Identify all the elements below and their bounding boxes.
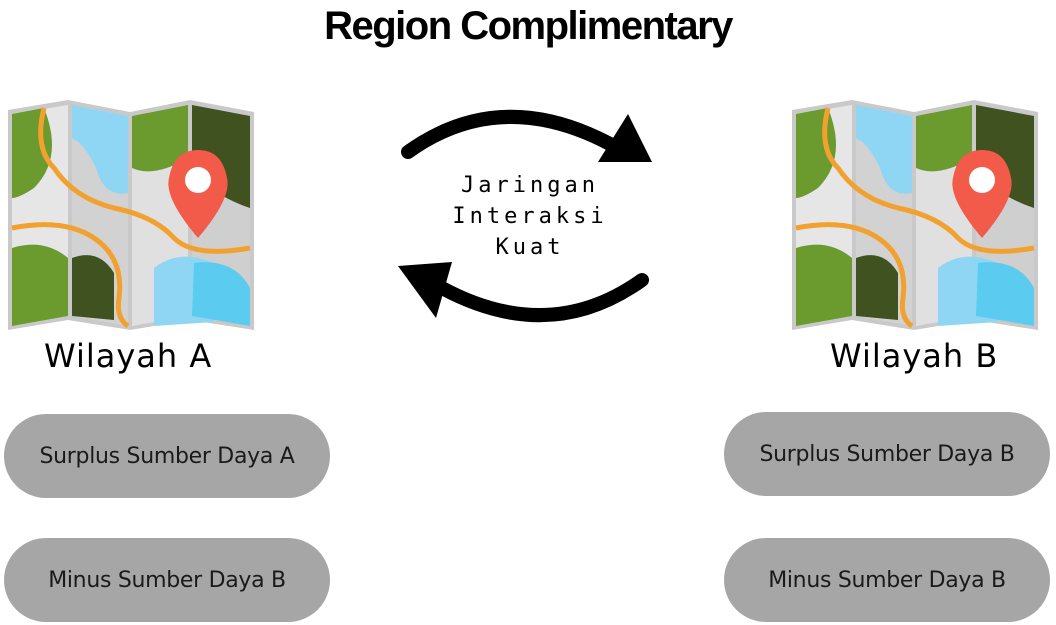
- interaction-arrows: [398, 109, 652, 323]
- map-pin-icon: [8, 100, 254, 330]
- interaction-line-3: Kuat: [495, 235, 565, 260]
- surplus-pill-a: Surplus Sumber Daya A: [4, 414, 330, 498]
- interaction-line-2: Interaksi: [452, 204, 608, 229]
- interaction-label: Jaringan Interaksi Kuat: [420, 170, 640, 263]
- map-icon-wilayah-b: [788, 98, 1042, 332]
- curved-arrow-right-icon: [401, 109, 652, 162]
- map-pin-icon: [792, 100, 1038, 330]
- wilayah-a-label: Wilayah A: [44, 337, 213, 375]
- surplus-pill-b: Surplus Sumber Daya B: [724, 412, 1050, 496]
- minus-pill-a: Minus Sumber Daya B: [4, 538, 330, 622]
- wilayah-b-label: Wilayah B: [830, 337, 999, 375]
- interaction-line-1: Jaringan: [461, 173, 599, 198]
- minus-pill-b: Minus Sumber Daya B: [724, 538, 1050, 622]
- curved-arrow-left-icon: [398, 262, 649, 323]
- map-icon-wilayah-a: [4, 98, 258, 332]
- diagram-title: Region Complimentary: [324, 4, 733, 48]
